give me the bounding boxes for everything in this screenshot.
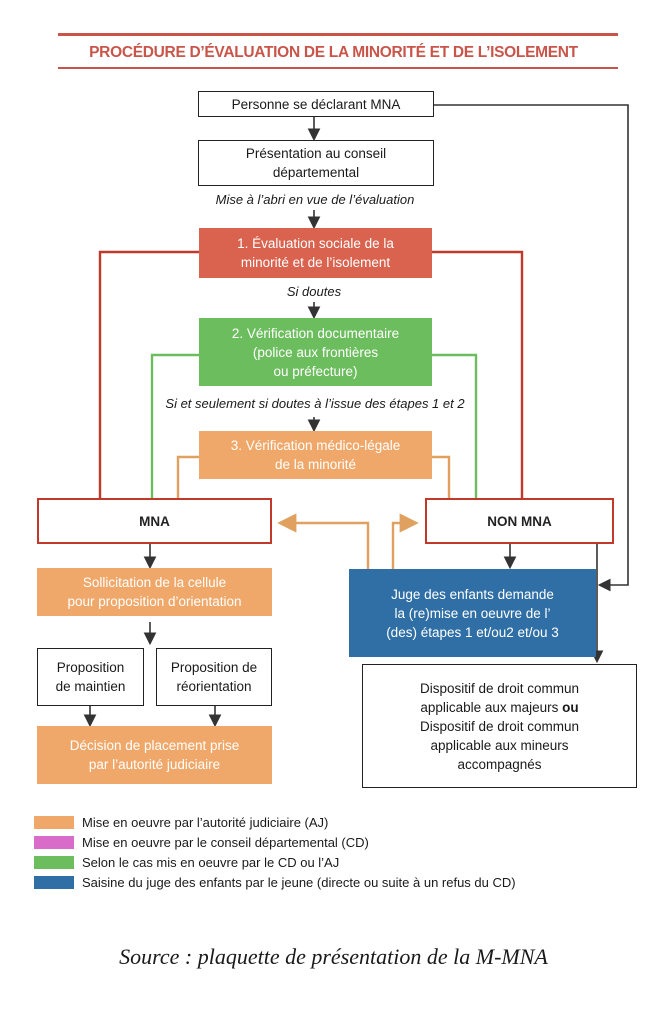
dispositif-ou: ou [562,699,579,715]
verif-line3: ou préfecture) [273,363,358,379]
non-mna-box: NON MNA [425,498,614,544]
maintien-line2: de maintien [55,679,126,694]
proposition-reorientation-box: Proposition de réorientation [156,648,272,706]
dispositif-line2-text: applicable aux majeurs [420,699,563,715]
legend-item-aj: Mise en oeuvre par l’autorité judiciaire… [34,814,328,830]
decision-line2: par l’autorité judiciaire [88,757,221,772]
juge-line2: la (re)mise en oeuvre de l’ [394,605,551,621]
legend-swatch-juge [34,875,74,889]
legend-swatch-cd [34,835,74,849]
presentation-box: Présentation au conseil départemental [198,140,434,186]
label-mise-abri: Mise à l’abri en vue de l’évaluation [215,192,415,207]
sollicitation-cellule-box: Sollicitation de la cellule pour proposi… [37,568,272,616]
medico-line1: 3. Vérification médico-légale [230,438,401,453]
evaluation-line1: 1. Évaluation sociale de la [237,236,394,251]
legend-swatch-cd-aj [34,855,74,869]
reorientation-line1: Proposition de [170,660,258,675]
non-mna-label: NON MNA [487,513,552,529]
dispositif-line4: applicable aux mineurs [430,737,569,753]
maintien-line1: Proposition [56,660,125,675]
proposition-maintien-box: Proposition de maintien [37,648,144,706]
diagram-title: PROCÉDURE D’ÉVALUATION DE LA MINORITÉ ET… [89,44,578,61]
title-rule [58,33,618,36]
presentation-line2: départemental [272,165,360,180]
label-si-doutes: Si doutes [286,284,342,299]
dispositif-line2: applicable aux majeurs ou [420,698,578,717]
sollicitation-line2: pour proposition d’orientation [67,594,242,609]
juge-line1: Juge des enfants demande [391,586,554,602]
mna-label: MNA [139,513,170,529]
decision-line1: Décision de placement prise [69,738,240,753]
legend-item-cd: Mise en oeuvre par le conseil départemen… [34,834,369,850]
personne-declarant-box: Personne se déclarant MNA [198,91,434,117]
juge-line3: (des) étapes 1 et/ou2 et/ou 3 [386,624,559,640]
source-caption: Source : plaquette de présentation de la… [119,944,548,969]
legend-item-juge: Saisine du juge des enfants par le jeune… [34,874,516,890]
dispositif-line1: Dispositif de droit commun [419,680,580,696]
legend-text-aj: Mise en oeuvre par l’autorité judiciaire… [82,814,329,830]
evaluation-line2: minorité et de l’isolement [240,255,391,270]
title-underline [58,67,618,69]
sollicitation-line1: Sollicitation de la cellule [82,575,227,590]
legend-swatch-aj [34,815,74,829]
dispositif-line3: Dispositif de droit commun [419,718,580,734]
legend-text-cd: Mise en oeuvre par le conseil départemen… [82,834,369,850]
juge-enfants-box: Juge des enfants demande la (re)mise en … [349,569,596,657]
mna-box: MNA [37,498,272,544]
verif-line1: 2. Vérification documentaire [231,325,400,341]
reorientation-line2: réorientation [176,679,252,694]
presentation-line1: Présentation au conseil [245,146,387,161]
legend-text-cd-aj: Selon le cas mis en oeuvre par le CD ou … [82,854,340,870]
dispositif-droit-commun-box: Dispositif de droit commun applicable au… [362,664,637,788]
verification-documentaire-box: 2. Vérification documentaire (police aux… [199,318,432,386]
legend-text-juge: Saisine du juge des enfants par le jeune… [82,874,516,890]
decision-placement-box: Décision de placement prise par l’autori… [37,726,272,784]
legend-item-cd-aj: Selon le cas mis en oeuvre par le CD ou … [34,854,339,870]
dispositif-line5: accompagnés [457,756,542,772]
medico-line2: de la minorité [274,457,357,472]
verification-medico-legale-box: 3. Vérification médico-légale de la mino… [199,431,432,479]
label-si-seulement: Si et seulement si doutes à l’issue des … [165,396,465,411]
verif-line2: (police aux frontières [252,344,379,360]
evaluation-sociale-box: 1. Évaluation sociale de la minorité et … [199,228,432,278]
personne-text: Personne se déclarant MNA [231,96,401,112]
